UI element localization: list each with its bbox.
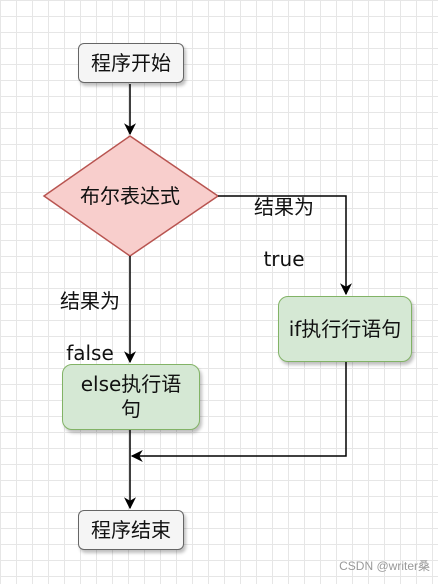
if-branch-label: if执行行语句 [288,316,402,341]
start-node-label: 程序开始 [91,50,171,75]
true-edge-label-line1: 结果为 [254,195,314,219]
else-branch-label-line1: else执行语 [80,372,182,396]
watermark: CSDN @writer桑 [339,559,430,573]
decision-label: 布尔表达式 [80,183,180,208]
edge-decision-to-if [218,195,352,296]
false-edge-label-line1: 结果为 [60,289,120,313]
else-branch-node: else执行语 句 [62,364,200,430]
false-edge-label: 结果为 false [50,262,130,392]
true-edge-label: 结果为 true [244,168,324,298]
true-edge-label-line2: true [263,247,305,271]
false-edge-label-line2: false [66,341,114,365]
start-node: 程序开始 [78,43,184,83]
end-node: 程序结束 [78,510,184,550]
edge-if-to-merge [130,362,347,462]
if-branch-node: if执行行语句 [278,296,412,362]
end-node-label: 程序结束 [91,517,171,542]
decision-label-wrap: 布尔表达式 [60,180,200,212]
else-branch-label-line2: 句 [121,397,141,421]
